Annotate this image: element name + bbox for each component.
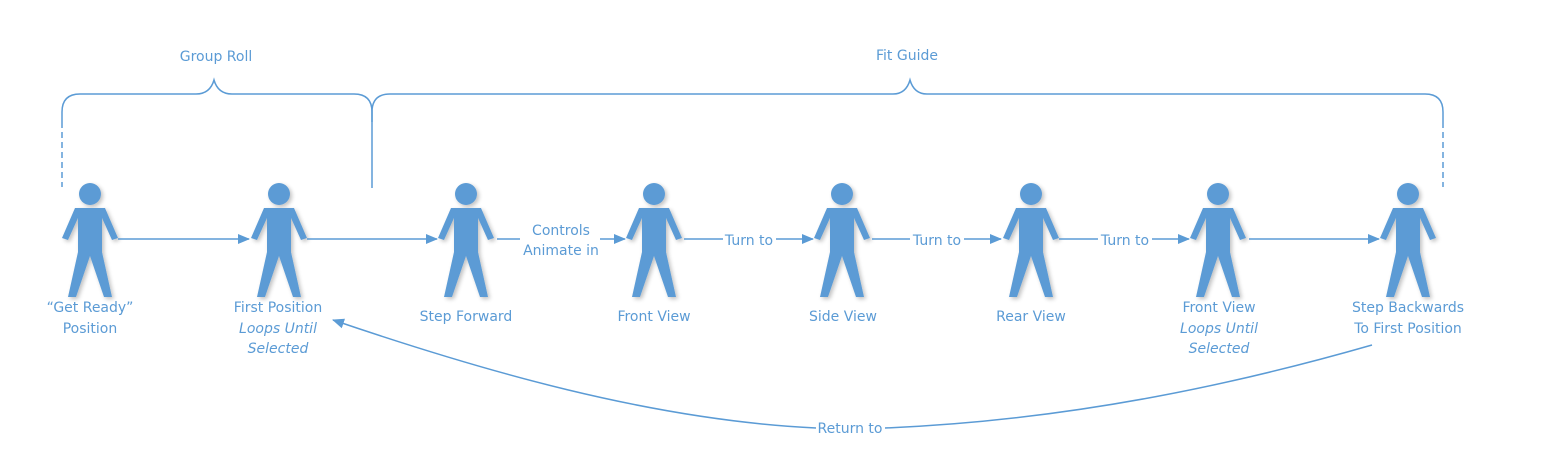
connector-label-animate-in: Animate in bbox=[523, 243, 599, 259]
person-figure-step-backwards bbox=[1380, 183, 1436, 297]
person-figure-get-ready bbox=[62, 183, 118, 297]
figure-label: Rear View bbox=[996, 309, 1066, 325]
figure-label-note: Loops Until bbox=[1180, 321, 1258, 337]
return-curve-right bbox=[884, 344, 1373, 429]
person-figure-front-view-loop bbox=[1190, 183, 1246, 297]
person-figure-first-position bbox=[251, 183, 307, 297]
person-figure-step-forward bbox=[438, 183, 494, 297]
figure-label: First Position bbox=[234, 300, 322, 316]
figure-label: Position bbox=[63, 321, 118, 337]
connector-label-turn-to-1: Turn to bbox=[724, 233, 773, 249]
figure-label: “Get Ready” bbox=[47, 300, 134, 316]
figure-label-note: Selected bbox=[248, 341, 309, 357]
figure-label: Front View bbox=[1182, 300, 1255, 316]
connector-label-controls: Controls bbox=[532, 223, 590, 239]
figure-label-note: Loops Until bbox=[239, 321, 317, 337]
group-roll-bracket bbox=[61, 77, 373, 188]
person-figure-front-view bbox=[626, 183, 682, 297]
person-figure-side-view bbox=[814, 183, 870, 297]
connector-label-turn-to-2: Turn to bbox=[912, 233, 961, 249]
person-figure-rear-view bbox=[1003, 183, 1059, 297]
figure-label: Step Forward bbox=[420, 309, 513, 325]
return-curve-left bbox=[332, 318, 817, 429]
figure-label: Step Backwards bbox=[1352, 300, 1464, 316]
figure-label: Front View bbox=[617, 309, 690, 325]
figure-label: To First Position bbox=[1353, 321, 1462, 337]
connector-label-turn-to-3: Turn to bbox=[1100, 233, 1149, 249]
fit-guide-label: Fit Guide bbox=[876, 48, 938, 64]
figure-label-note: Selected bbox=[1189, 341, 1250, 357]
figure-label: Side View bbox=[809, 309, 877, 325]
fit-guide-bracket bbox=[371, 77, 1444, 187]
group-roll-label: Group Roll bbox=[180, 49, 253, 65]
return-label: Return to bbox=[818, 421, 883, 437]
